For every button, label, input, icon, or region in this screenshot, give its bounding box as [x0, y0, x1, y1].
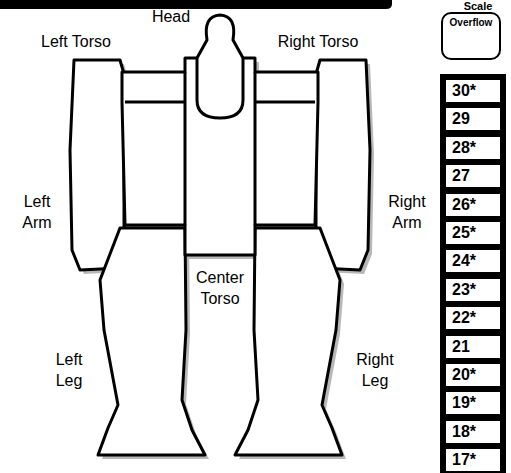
location-label: Head: [148, 7, 194, 28]
heat-scale-cell: 29: [446, 108, 500, 130]
location-label: Right Leg: [346, 350, 404, 392]
location-label: Left Torso: [26, 32, 126, 53]
heat-level: 27: [452, 167, 470, 184]
heat-scale-cell: 30*: [446, 80, 500, 102]
heat-scale-cell: 28*: [446, 137, 500, 159]
head-outline: [197, 15, 243, 118]
heat-level: 30*: [452, 82, 476, 99]
overflow-label: Overflow: [450, 17, 493, 28]
heat-level: 26*: [452, 196, 476, 213]
heat-scale-cell: 27: [446, 165, 500, 187]
heat-level: 17*: [452, 451, 476, 468]
location-label: Left Arm: [10, 192, 64, 234]
heat-level: 18*: [452, 423, 476, 440]
left-leg-outline: [98, 228, 205, 455]
heat-scale-cell: 21: [446, 336, 500, 358]
title-bar: [0, 0, 392, 9]
heat-level: 29: [452, 110, 470, 127]
mech-outline: [70, 15, 370, 455]
heat-level: 19*: [452, 394, 476, 411]
heat-scale-cell: 18*: [446, 421, 500, 443]
heat-level: 23*: [452, 281, 476, 298]
heat-level: 22*: [452, 309, 476, 326]
heat-scale-cell: 17*: [446, 449, 500, 471]
heat-level: 21: [452, 338, 470, 355]
overflow-box: Overflow: [441, 12, 501, 60]
location-label: Left Leg: [42, 350, 96, 392]
heat-scale-cell: 24*: [446, 250, 500, 272]
heat-scale-cell: 19*: [446, 392, 500, 414]
heat-level: 25*: [452, 224, 476, 241]
heat-level: 20*: [452, 366, 476, 383]
right-leg-outline: [235, 228, 342, 455]
heat-scale-cell: 20*: [446, 364, 500, 386]
heat-scale-cell: 26*: [446, 194, 500, 216]
heat-scale-cell: 22*: [446, 307, 500, 329]
location-label: Right Torso: [264, 32, 372, 53]
heat-scale-cell: 23*: [446, 279, 500, 301]
location-label: Center Torso: [187, 268, 253, 310]
heat-level: 28*: [452, 139, 476, 156]
location-label: Right Arm: [378, 192, 436, 234]
heat-scale-bar: [440, 74, 506, 473]
scale-title: Scale: [448, 0, 508, 13]
heat-scale-cell: 25*: [446, 222, 500, 244]
heat-level: 24*: [452, 252, 476, 269]
